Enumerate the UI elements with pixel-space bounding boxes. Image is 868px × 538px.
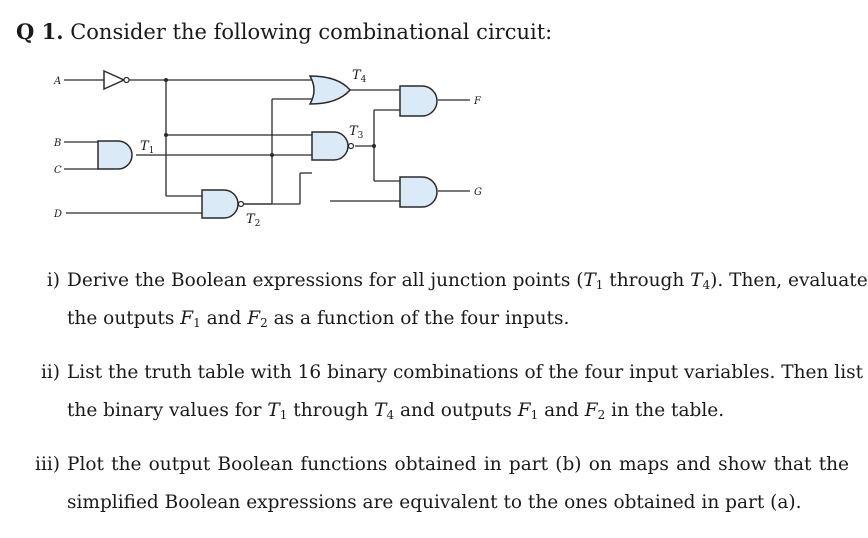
question-parts: i) Derive the Boolean expressions for al…	[0, 262, 868, 538]
output-label-g: G	[474, 187, 482, 198]
circuit-wires	[64, 79, 470, 214]
and-gate-t2	[201, 189, 245, 219]
not-gate	[103, 69, 130, 91]
input-label-a: A	[53, 76, 61, 87]
part-marker: ii)	[40, 362, 60, 383]
node-label-t4: T4	[352, 68, 367, 85]
part-iii: iii) Plot the output Boolean functions o…	[0, 446, 868, 522]
part-i: i) Derive the Boolean expressions for al…	[0, 262, 868, 338]
and-gate-t1	[97, 140, 133, 170]
part-text: Plot the output Boolean functions obtain…	[67, 446, 849, 522]
part-line: simplified Boolean expressions are equiv…	[67, 492, 802, 513]
question-number: Q 1.	[16, 19, 64, 44]
part-marker: iii)	[35, 454, 60, 475]
part-line: Derive the Boolean expressions for all j…	[67, 270, 868, 292]
part-text: List the truth table with 16 binary comb…	[67, 354, 864, 430]
nand-gate-t3	[311, 131, 355, 161]
part-marker: i)	[46, 270, 60, 291]
or-gate-t4	[308, 75, 351, 105]
and-gate-g	[399, 176, 438, 208]
input-label-c: C	[54, 165, 62, 176]
input-label-d: D	[53, 209, 62, 220]
and-gate-f	[399, 85, 438, 117]
part-text: Derive the Boolean expressions for all j…	[67, 262, 868, 338]
question-heading: Q 1. Consider the following combinationa…	[16, 18, 552, 46]
part-line: the binary values for T1 through T4 and …	[67, 400, 725, 422]
part-line: List the truth table with 16 binary comb…	[67, 362, 864, 383]
circuit-junctions	[164, 78, 376, 157]
part-ii: ii) List the truth table with 16 binary …	[0, 354, 868, 430]
node-label-t2: T2	[246, 212, 260, 229]
part-line: Plot the output Boolean functions obtain…	[67, 454, 849, 475]
input-label-b: B	[53, 138, 61, 149]
question-prompt: Consider the following combinational cir…	[70, 20, 553, 44]
circuit-diagram: A B C D F G T1 T2 T3 T4	[53, 68, 482, 229]
output-label-f: F	[473, 96, 482, 107]
node-label-t3: T3	[349, 124, 364, 141]
node-label-t1: T1	[140, 139, 154, 156]
part-line: the outputs F1 and F2 as a function of t…	[67, 308, 570, 330]
